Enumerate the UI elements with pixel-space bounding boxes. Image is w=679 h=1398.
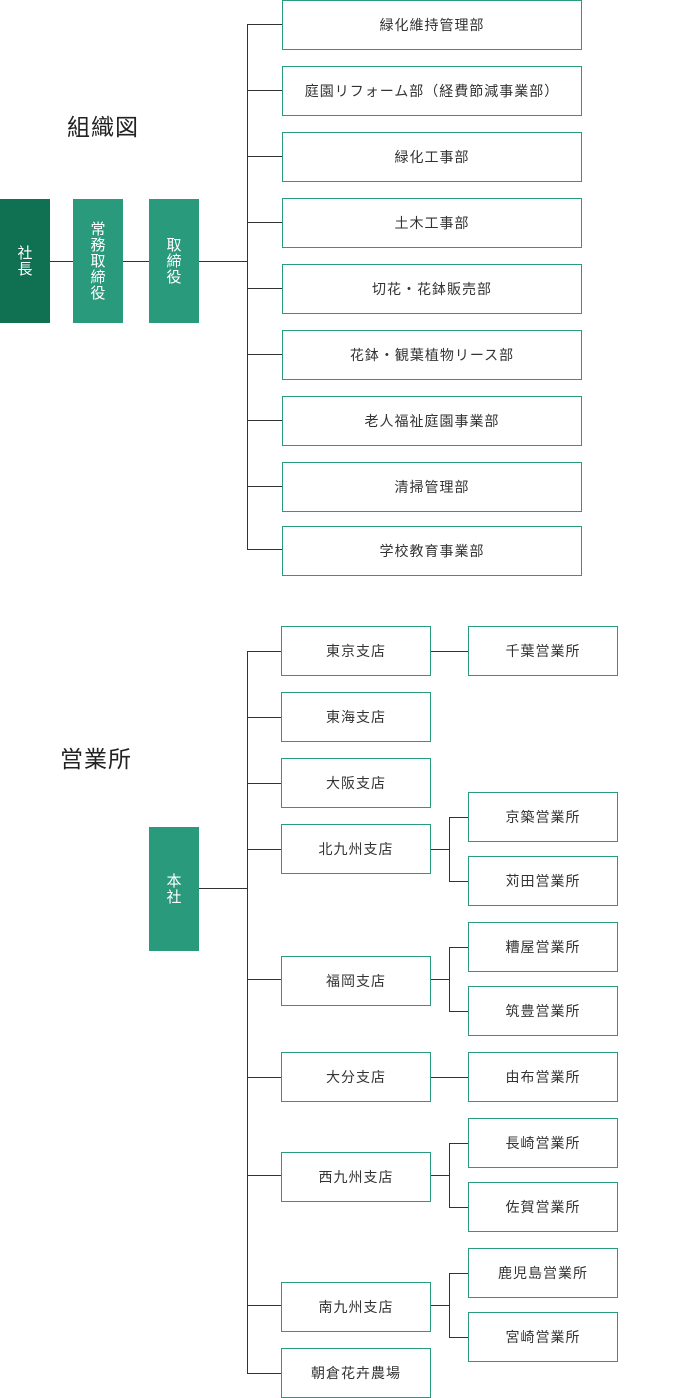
connector-dept — [247, 90, 282, 91]
department-box: 学校教育事業部 — [282, 526, 582, 576]
department-box: 老人福祉庭園事業部 — [282, 396, 582, 446]
branch-box: 福岡支店 — [281, 956, 431, 1006]
connector-dept — [247, 486, 282, 487]
department-box: 土木工事部 — [282, 198, 582, 248]
department-box: 庭園リフォーム部（経費節減事業部） — [282, 66, 582, 116]
connector-dept — [247, 288, 282, 289]
connector-sales-office — [449, 1207, 468, 1208]
connector-director-trunk — [199, 261, 247, 262]
department-box: 清掃管理部 — [282, 462, 582, 512]
connector-branch — [247, 717, 281, 718]
connector-branch — [247, 849, 281, 850]
director-label: 取締役 — [164, 237, 183, 285]
connector-sales-office-fork — [449, 947, 450, 1011]
connector-dept — [247, 420, 282, 421]
connector-sales-office — [431, 651, 468, 652]
connector-sales-office — [449, 1143, 468, 1144]
sales-office-box: 鹿児島営業所 — [468, 1248, 618, 1298]
connector-sales-office — [449, 881, 468, 882]
branch-box: 朝倉花卉農場 — [281, 1348, 431, 1398]
department-box: 切花・花鉢販売部 — [282, 264, 582, 314]
connector-sales-office — [449, 947, 468, 948]
connector-managing-director — [123, 261, 149, 262]
sales-office-box: 千葉営業所 — [468, 626, 618, 676]
branch-box: 西九州支店 — [281, 1152, 431, 1202]
connector-president-managing — [50, 261, 73, 262]
head-office-label: 本社 — [164, 873, 183, 905]
branch-box: 東海支店 — [281, 692, 431, 742]
branch-box: 大分支店 — [281, 1052, 431, 1102]
offices-title: 営業所 — [60, 747, 132, 773]
connector-sales-office — [449, 1337, 468, 1338]
connector-dept — [247, 222, 282, 223]
connector-sales-office — [431, 1305, 449, 1306]
department-box: 花鉢・観葉植物リース部 — [282, 330, 582, 380]
connector-branch — [247, 1305, 281, 1306]
org-trunk-line — [247, 24, 248, 549]
connector-branch — [247, 979, 281, 980]
connector-sales-office — [431, 979, 449, 980]
connector-branch — [247, 783, 281, 784]
connector-sales-office — [449, 817, 468, 818]
connector-sales-office — [431, 1077, 468, 1078]
branch-box: 北九州支店 — [281, 824, 431, 874]
president-box: 社長 — [0, 199, 50, 323]
president-label: 社長 — [15, 245, 34, 277]
connector-branch — [247, 1175, 281, 1176]
sales-office-box: 糟屋営業所 — [468, 922, 618, 972]
director-box: 取締役 — [149, 199, 199, 323]
sales-office-box: 苅田営業所 — [468, 856, 618, 906]
sales-office-box: 宮崎営業所 — [468, 1312, 618, 1362]
managing-director-label: 常務取締役 — [88, 221, 107, 301]
sales-office-box: 筑豊営業所 — [468, 986, 618, 1036]
branch-box: 大阪支店 — [281, 758, 431, 808]
connector-dept — [247, 24, 282, 25]
sales-office-box: 京築営業所 — [468, 792, 618, 842]
sales-office-box: 由布営業所 — [468, 1052, 618, 1102]
connector-sales-office-fork — [449, 817, 450, 881]
connector-dept — [247, 354, 282, 355]
connector-branch — [247, 1077, 281, 1078]
branch-box: 南九州支店 — [281, 1282, 431, 1332]
connector-sales-office-fork — [449, 1143, 450, 1207]
connector-sales-office-fork — [449, 1273, 450, 1337]
connector-dept — [247, 156, 282, 157]
connector-dept — [247, 549, 282, 550]
connector-head-office-trunk — [199, 888, 247, 889]
sales-office-box: 長崎営業所 — [468, 1118, 618, 1168]
connector-sales-office — [449, 1273, 468, 1274]
department-box: 緑化維持管理部 — [282, 0, 582, 50]
connector-branch — [247, 651, 281, 652]
branch-box: 東京支店 — [281, 626, 431, 676]
connector-sales-office — [431, 1175, 449, 1176]
connector-sales-office — [449, 1011, 468, 1012]
managing-director-box: 常務取締役 — [73, 199, 123, 323]
connector-sales-office — [431, 849, 449, 850]
head-office-box: 本社 — [149, 827, 199, 951]
offices-trunk-line — [247, 651, 248, 1373]
sales-office-box: 佐賀営業所 — [468, 1182, 618, 1232]
org-chart-title: 組織図 — [67, 115, 139, 141]
connector-branch — [247, 1373, 281, 1374]
department-box: 緑化工事部 — [282, 132, 582, 182]
